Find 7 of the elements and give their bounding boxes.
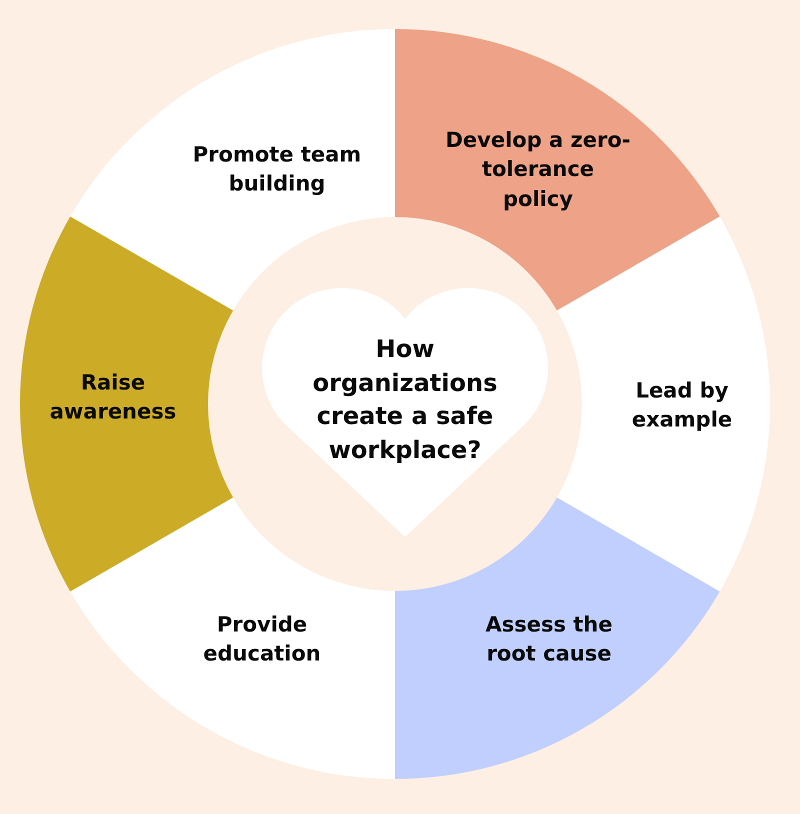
strategy-text: Raise awareness [48,370,178,426]
strategy-text: Promote team building [192,142,362,198]
strategy-text: Develop a zero-tolerance policy [444,126,632,213]
strategy-text: Provide education [202,612,322,668]
strategy-text: Lead by example [630,378,734,434]
strategy-text: Assess the root cause [484,612,614,668]
question-text: How organizations create a safe workplace? [312,334,498,466]
